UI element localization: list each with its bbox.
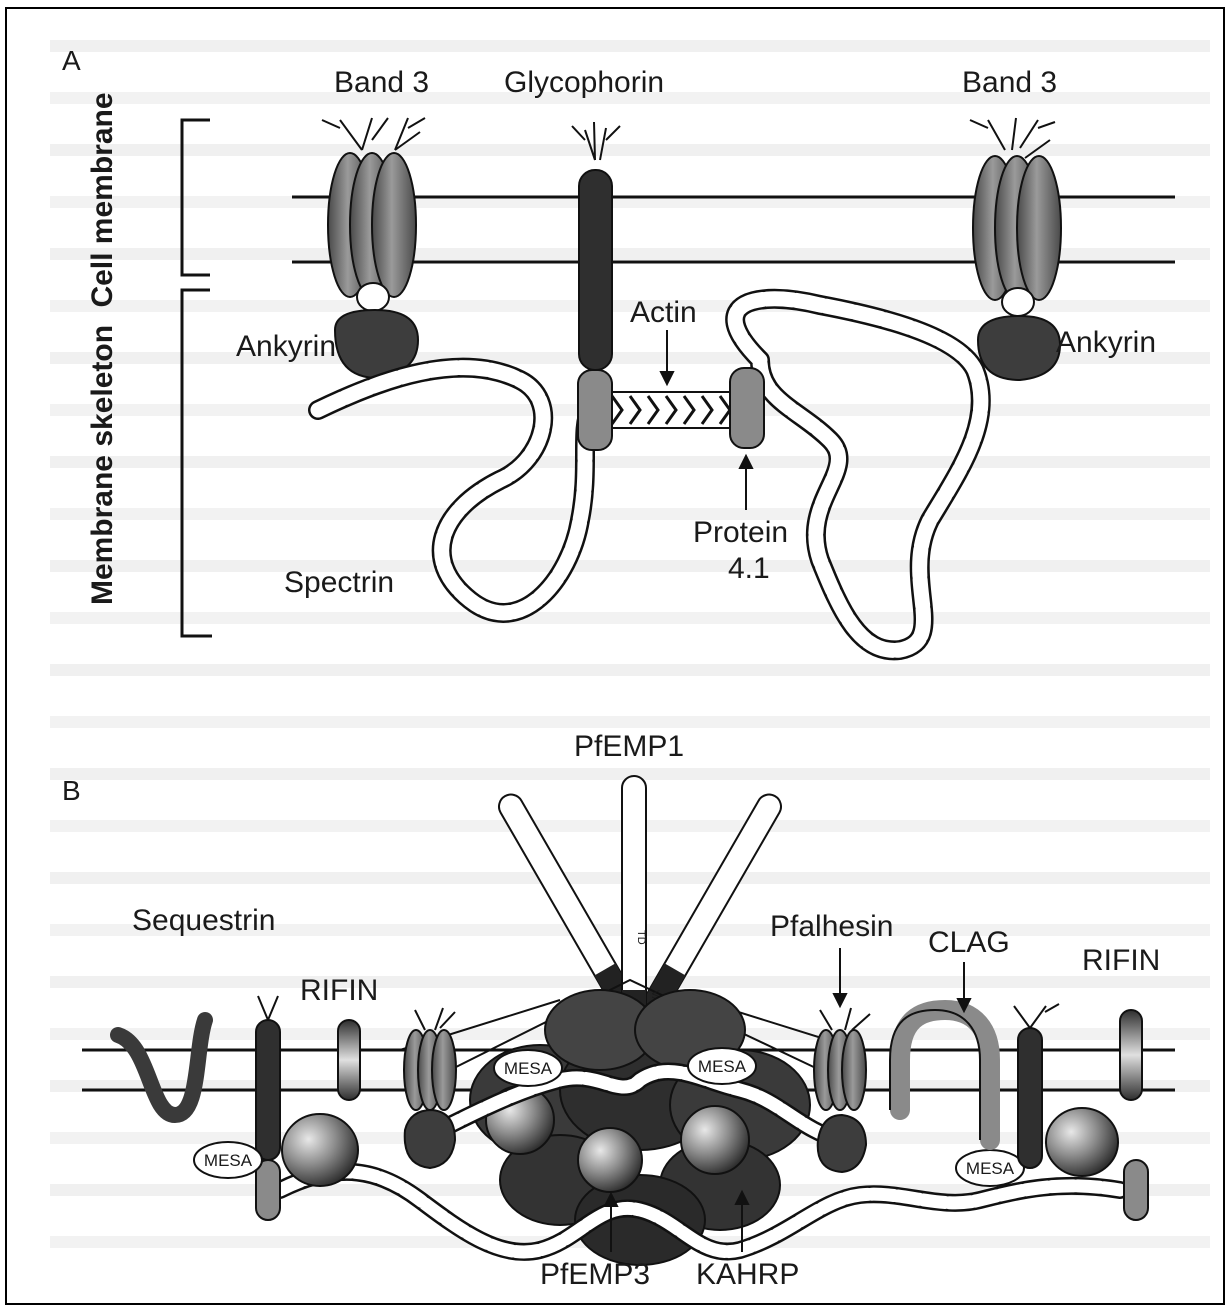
mesa-4: MESA [956,1150,1024,1186]
sequestrin-label: Sequestrin [132,904,275,937]
band3-left-label: Band 3 [334,66,429,99]
ankyrin-right-protein [978,316,1060,380]
kahrp-sphere-left [282,1114,358,1186]
mesa-1: MESA [194,1142,262,1178]
cell-membrane-label: Cell membrane [86,92,119,307]
svg-text:MESA: MESA [698,1057,747,1076]
glycophorin-label: Glycophorin [504,66,664,99]
td-label: TD [635,930,647,945]
svg-text:MESA: MESA [966,1159,1015,1178]
ankyrin-left-label: Ankyrin [236,330,336,363]
mesa-3: MESA [688,1048,756,1084]
pfemp1-label: PfEMP1 [574,730,684,763]
kahrp-sphere-right [1046,1108,1118,1176]
panel-b-letter: B [62,775,81,806]
band3-right-label: Band 3 [962,66,1057,99]
protein-4.1-left [256,1160,280,1220]
protein-4.1-number: 4.1 [728,552,770,585]
svg-text:MESA: MESA [504,1059,553,1078]
spectrin-label: Spectrin [284,566,394,599]
actin-label: Actin [630,296,697,329]
membrane-skeleton-label: Membrane skeleton [86,325,119,605]
protein-label: Protein [693,516,788,549]
svg-text:MESA: MESA [204,1151,253,1170]
pfalhesin-label: Pfalhesin [770,910,893,943]
mesa-2: MESA [494,1050,562,1086]
clag-label: CLAG [928,926,1010,959]
actin-filament [600,392,750,428]
rifin-left-label: RIFIN [300,974,378,1007]
kahrp-label: KAHRP [696,1258,799,1291]
protein-4.1-right [1124,1160,1148,1220]
panel-a-letter: A [62,45,81,76]
rifin-right-label: RIFIN [1082,944,1160,977]
band3-b-left [404,1008,456,1168]
pfemp3-label: PfEMP3 [540,1258,650,1291]
ankyrin-right-label: Ankyrin [1056,326,1156,359]
